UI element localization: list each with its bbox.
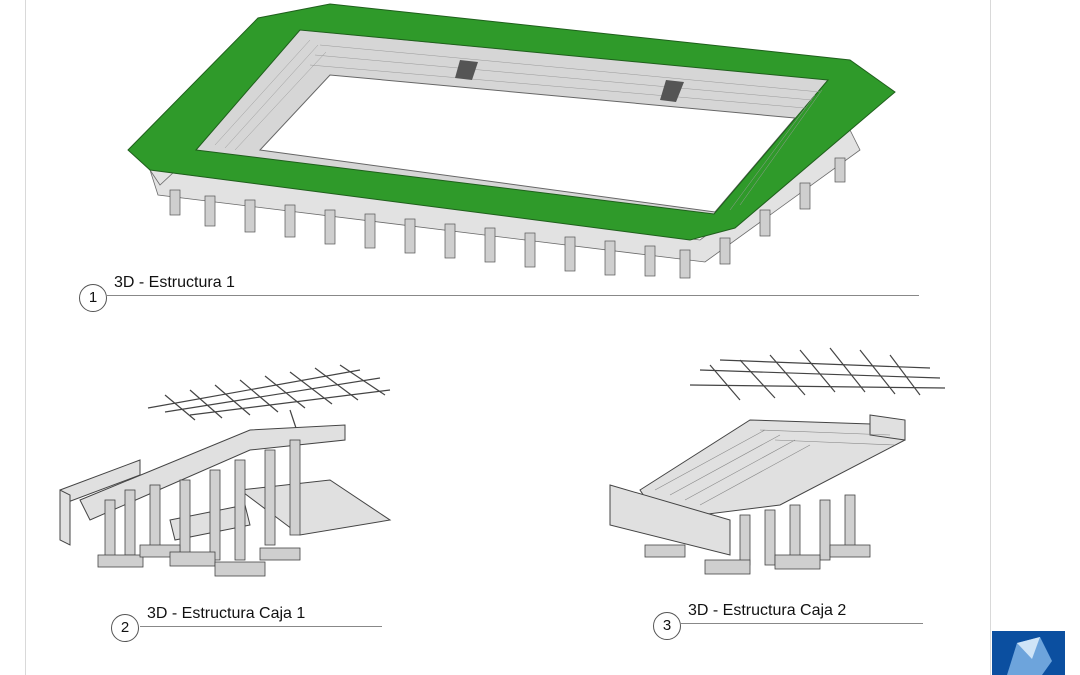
stadium-stand-lines — [214, 39, 823, 211]
caja-1-footings — [97, 544, 301, 577]
view-number-1: 1 — [79, 284, 107, 312]
view-title-2: 3D - Estructura Caja 1 — [147, 605, 306, 622]
caja-1-3d-view — [59, 364, 392, 577]
stadium-vomitories — [455, 60, 684, 102]
view-rule-3 — [681, 623, 923, 624]
caja-2-3d-view — [609, 347, 946, 575]
stadium-3d-view — [127, 3, 896, 279]
stadium-columns — [169, 157, 846, 279]
stadium-pitch-opening — [258, 74, 797, 213]
caja-1-roof-truss — [147, 364, 391, 441]
view-rule-1 — [107, 295, 919, 296]
caja-2-stair-lines — [654, 429, 896, 506]
stadium-green-roof — [127, 3, 896, 241]
view-rule-2 — [140, 626, 382, 627]
caja-1-columns — [104, 439, 301, 561]
caja-2-stands — [609, 414, 906, 556]
brand-logo — [992, 631, 1065, 675]
sheet-border-right — [990, 0, 991, 675]
view-number-3: 3 — [653, 612, 681, 640]
caja-2-columns — [739, 494, 856, 566]
sheet-border-left — [25, 0, 26, 675]
view-title-1: 3D - Estructura 1 — [114, 274, 235, 291]
caja-2-roof-truss — [689, 347, 946, 401]
view-number-2: 2 — [111, 614, 139, 642]
view-title-3: 3D - Estructura Caja 2 — [688, 602, 847, 619]
caja-2-footings — [644, 544, 871, 575]
brand-logo-mark — [1007, 637, 1052, 675]
